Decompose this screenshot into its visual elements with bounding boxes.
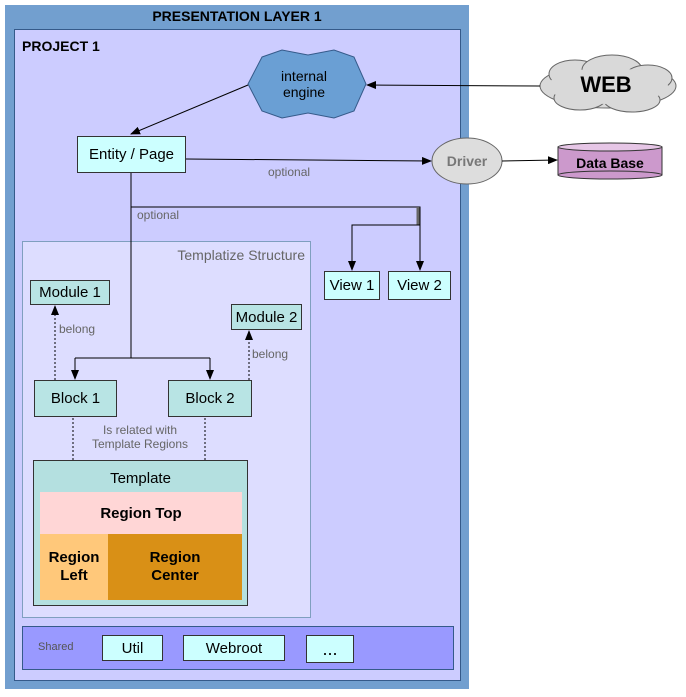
project-title: PROJECT 1: [22, 38, 100, 54]
shared-label: Shared: [38, 641, 74, 653]
view-2-node[interactable]: View 2: [388, 271, 451, 300]
block-1-node[interactable]: Block 1: [34, 380, 117, 417]
shared-item-util[interactable]: Util: [102, 635, 163, 661]
internal-engine-shape: [247, 49, 367, 119]
module-1-node[interactable]: Module 1: [30, 280, 110, 305]
optional-label: optional: [137, 208, 180, 222]
view-1-node[interactable]: View 1: [324, 271, 380, 300]
database-node[interactable]: Data Base: [576, 155, 644, 171]
optional-label: optional: [268, 165, 311, 179]
region-center[interactable]: Region Center: [108, 534, 242, 600]
web-node[interactable]: WEB: [580, 72, 632, 97]
driver-node[interactable]: Driver: [446, 153, 488, 169]
block-2-node[interactable]: Block 2: [168, 380, 252, 417]
internal-engine-node[interactable]: internal engine: [281, 67, 327, 100]
entity-page-node[interactable]: Entity / Page: [77, 136, 186, 173]
shared-item-more[interactable]: ...: [306, 635, 354, 663]
related-regions-label: Is related with Template Regions: [91, 423, 189, 451]
database-shape: [557, 142, 663, 180]
templatize-title: Templatize Structure: [177, 247, 305, 263]
region-left[interactable]: Region Left: [40, 534, 108, 600]
module-2-node[interactable]: Module 2: [231, 304, 302, 330]
belong-label: belong: [59, 322, 96, 336]
web-cloud-shape: [539, 54, 677, 113]
layer-title: PRESENTATION LAYER 1: [152, 8, 322, 24]
belong-label: belong: [252, 347, 289, 361]
template-title: Template: [110, 470, 171, 487]
region-top[interactable]: Region Top: [40, 492, 242, 534]
shared-item-webroot[interactable]: Webroot: [183, 635, 285, 661]
